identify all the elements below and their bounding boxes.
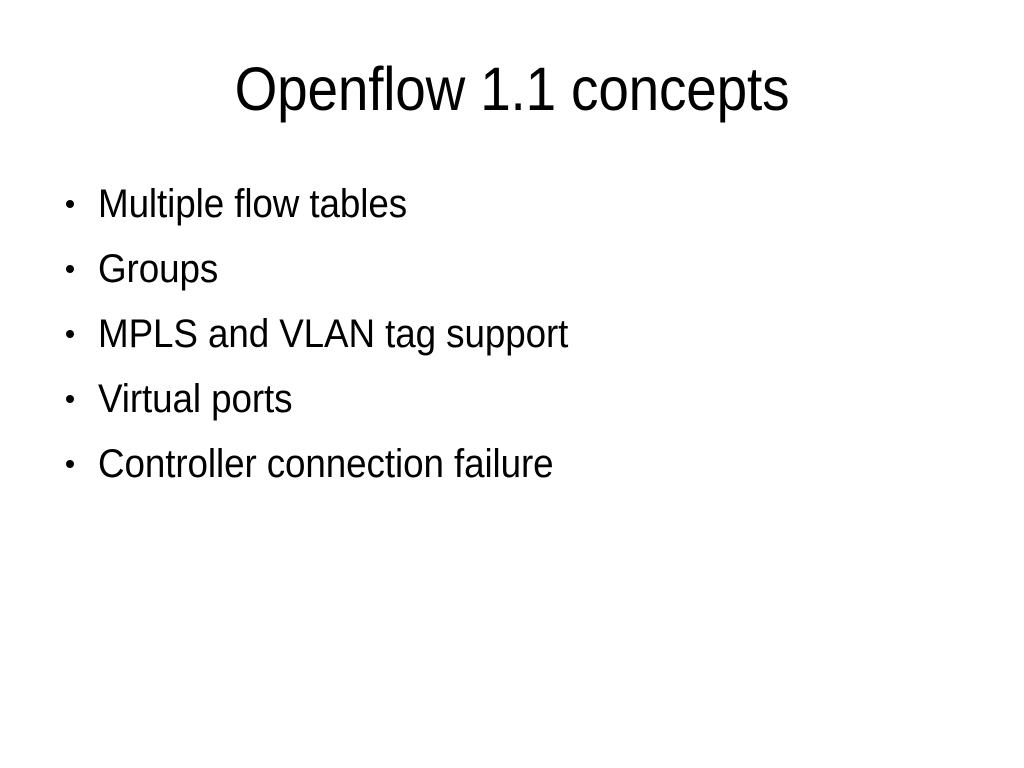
bullet-dot-icon: [66, 460, 74, 468]
list-item[interactable]: Virtual ports: [58, 378, 958, 420]
bullet-dot-icon: [66, 200, 74, 208]
list-item[interactable]: MPLS and VLAN tag support: [58, 313, 958, 355]
list-item[interactable]: Controller connection failure: [58, 443, 958, 485]
bullet-list: Multiple flow tables Groups MPLS and VLA…: [58, 183, 958, 485]
bullet-dot-icon: [66, 330, 74, 338]
bullet-dot-icon: [66, 265, 74, 273]
list-item[interactable]: Groups: [58, 248, 958, 290]
list-item-label: MPLS and VLAN tag support: [98, 312, 569, 356]
list-item[interactable]: Multiple flow tables: [58, 183, 958, 225]
list-item-label: Virtual ports: [98, 377, 293, 421]
list-item-label: Multiple flow tables: [98, 182, 408, 226]
list-item-label: Groups: [98, 247, 219, 291]
list-item-label: Controller connection failure: [98, 442, 554, 486]
slide-title: Openflow 1.1 concepts: [234, 55, 790, 123]
bullet-dot-icon: [66, 395, 74, 403]
